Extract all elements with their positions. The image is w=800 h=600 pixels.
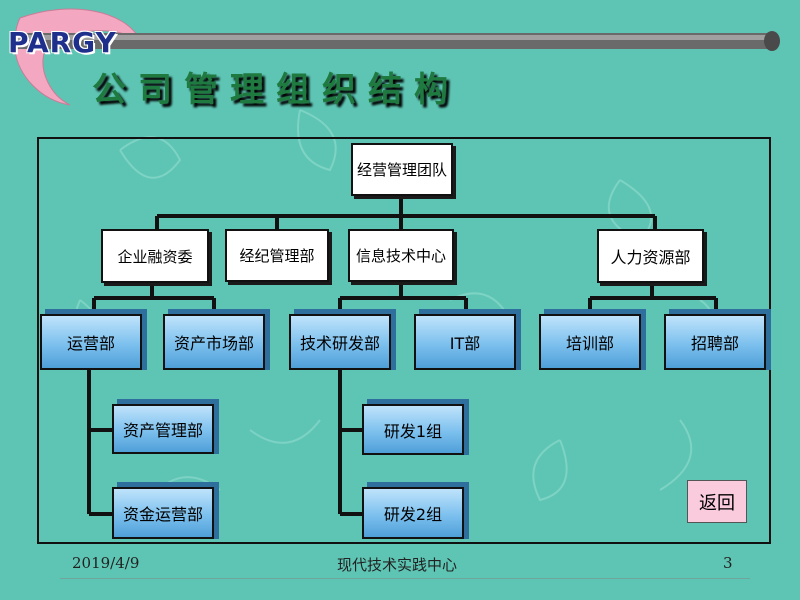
- page-title: 公司管理组织结构: [92, 70, 460, 110]
- org-node-level2: 资产市场部: [163, 314, 265, 370]
- org-node-level3: 研发1组: [362, 404, 464, 455]
- return-button[interactable]: 返回: [687, 480, 747, 523]
- org-node-level2: IT部: [414, 314, 516, 370]
- org-node-level3: 研发2组: [362, 487, 464, 539]
- logo-text: PARGY: [8, 26, 117, 59]
- org-node-level1: 经纪管理部: [225, 229, 329, 282]
- footer-date: 2019/4/9: [72, 554, 140, 572]
- org-node-level2: 技术研发部: [289, 314, 391, 370]
- org-node-level3: 资金运营部: [112, 487, 214, 539]
- footer-divider: [60, 578, 750, 579]
- org-node-level3: 资产管理部: [112, 404, 214, 454]
- org-node-level2: 招聘部: [664, 314, 766, 370]
- org-node-level1: 信息技术中心: [348, 229, 454, 282]
- footer-center-text: 现代技术实践中心: [337, 556, 458, 574]
- org-node-level1: 人力资源部: [597, 229, 704, 283]
- org-node-root: 经营管理团队: [351, 143, 453, 196]
- diagram-frame: [37, 137, 771, 544]
- org-node-level2: 培训部: [539, 314, 641, 370]
- org-node-level2: 运营部: [40, 314, 142, 370]
- org-node-level1: 企业融资委: [101, 229, 209, 283]
- page-number: 3: [723, 554, 733, 572]
